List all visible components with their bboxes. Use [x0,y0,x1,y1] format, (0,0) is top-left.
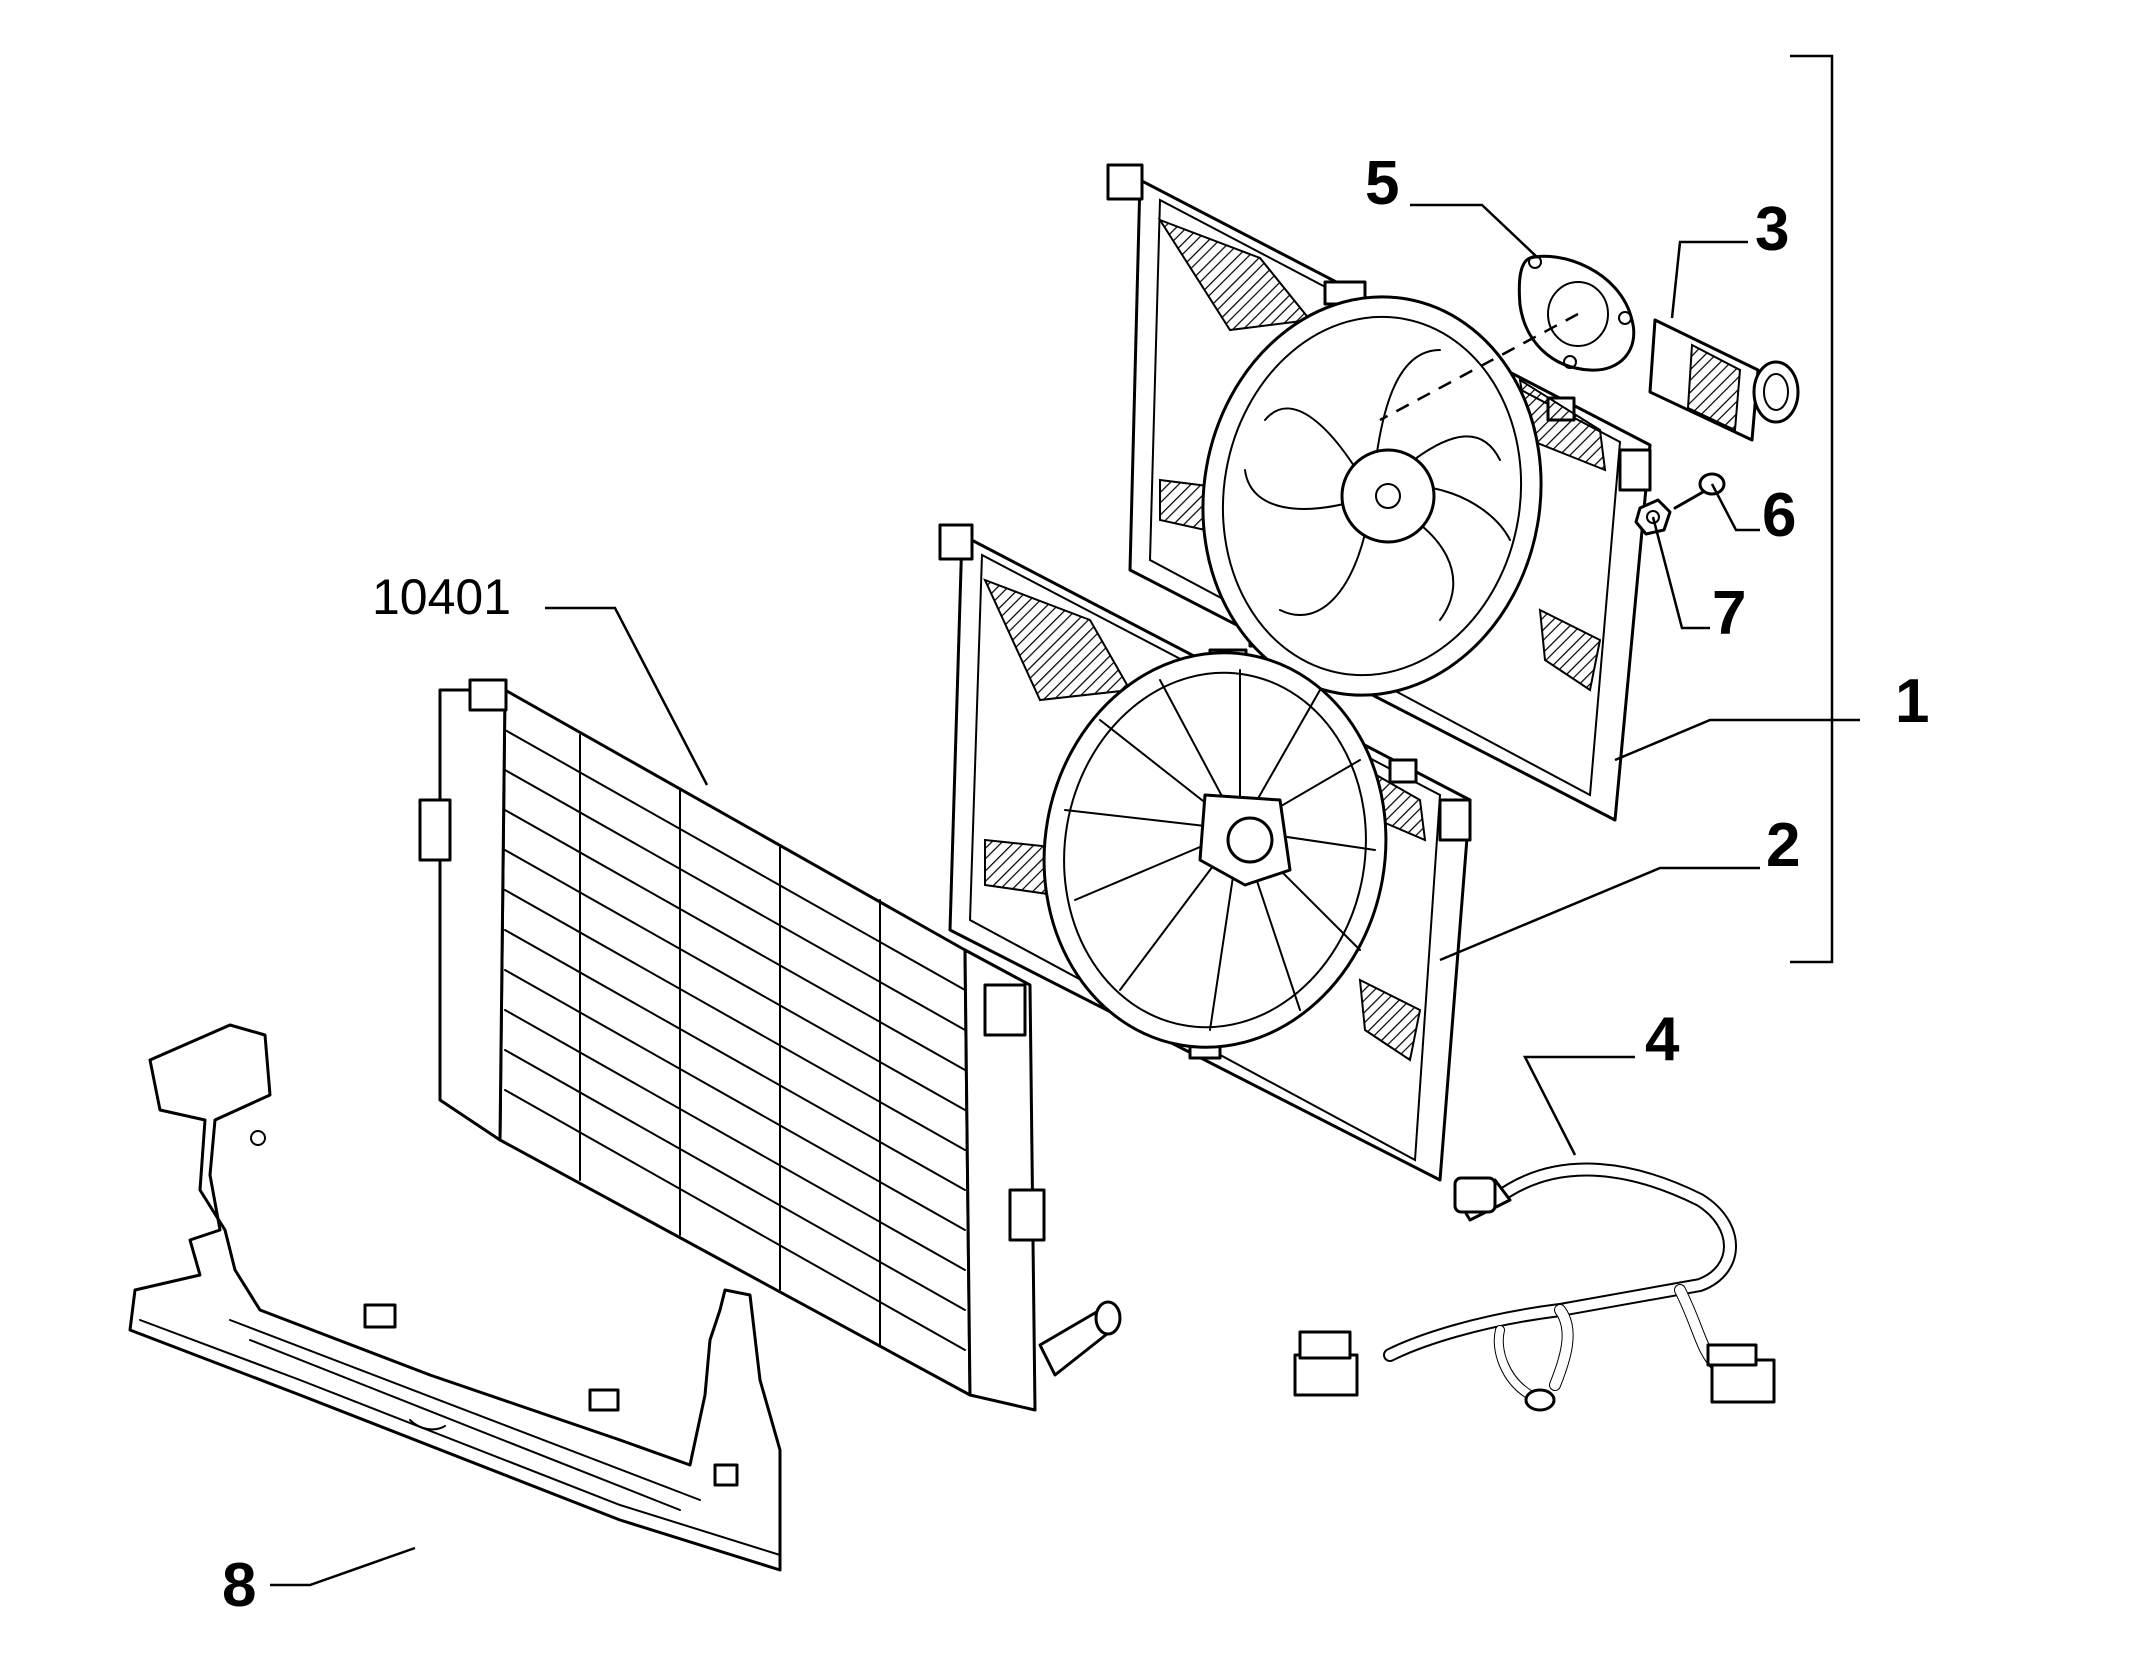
callout-ref-10401: 10401 [372,569,511,625]
radiator [418,678,1122,1412]
fan-control-module [1648,318,1800,442]
callout-5: 5 [1365,149,1399,218]
callout-8: 8 [222,1551,256,1620]
callout-2: 2 [1766,811,1800,880]
leader-lines [270,203,1860,1587]
fan-assembly-rear [1106,163,1652,822]
callout-3: 3 [1755,195,1789,264]
callout-labels: 1 2 3 4 5 6 7 8 10401 [222,149,1929,1620]
assembly-bracket [1790,54,1834,964]
wiring-harness [1293,1162,1776,1412]
callout-1: 1 [1895,667,1929,736]
fan-shroud-front [938,523,1472,1182]
callout-6: 6 [1762,481,1796,550]
seal-ring [1379,254,1636,422]
air-deflector [128,1023,782,1572]
callout-7: 7 [1712,579,1746,648]
callout-4: 4 [1645,1005,1680,1074]
